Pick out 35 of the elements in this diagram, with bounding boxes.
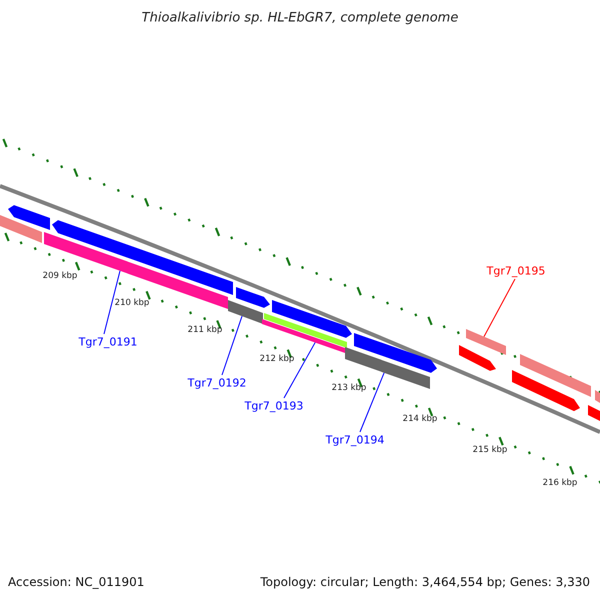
leader-line — [104, 270, 120, 334]
gene-bar — [236, 287, 270, 308]
scale-label: 212 kbp — [260, 354, 294, 364]
leader-line — [222, 316, 242, 376]
gene-bar — [588, 405, 600, 421]
leader-line — [484, 278, 516, 338]
gene-bar — [228, 300, 263, 324]
gene-bar — [520, 354, 591, 397]
gene-bar — [354, 333, 437, 373]
gene-label: Tgr7_0191 — [78, 336, 138, 348]
scale-label: 211 kbp — [188, 325, 222, 335]
gene-bar — [459, 345, 496, 371]
title: Thioalkalivibrio sp. HL-EbGR7, complete genome — [142, 10, 458, 26]
scale-label: 215 kbp — [472, 445, 508, 455]
genome-info-text: Topology: circular; Length: 3,464,554 bp; Genes: 3,330 — [260, 575, 590, 589]
leader-line — [360, 372, 385, 432]
gene-bar — [0, 215, 42, 243]
scale-label: 216 kbp — [542, 478, 578, 488]
gene-bar — [44, 232, 228, 309]
gene-bar — [264, 313, 347, 348]
gene-bar — [8, 205, 50, 230]
gene-label: Tgr7_0195 — [486, 264, 546, 278]
gene-label: Tgr7_0192 — [188, 376, 246, 390]
accession-text: Accession: NC_011901 — [8, 575, 144, 589]
gene-bar — [272, 300, 352, 338]
scale-label: 210 kbp — [114, 298, 150, 308]
gene-label: Tgr7_0193 — [244, 400, 304, 412]
scale-label: 214 kbp — [402, 414, 438, 424]
scale-label: 209 kbp — [42, 271, 78, 281]
gene-bar — [512, 370, 580, 412]
gene-bar — [466, 329, 506, 355]
gene-label: Tgr7_0194 — [326, 434, 384, 446]
gene-bar — [262, 319, 345, 353]
gene-bar — [595, 390, 600, 403]
scale-label: 213 kbp — [332, 383, 366, 393]
